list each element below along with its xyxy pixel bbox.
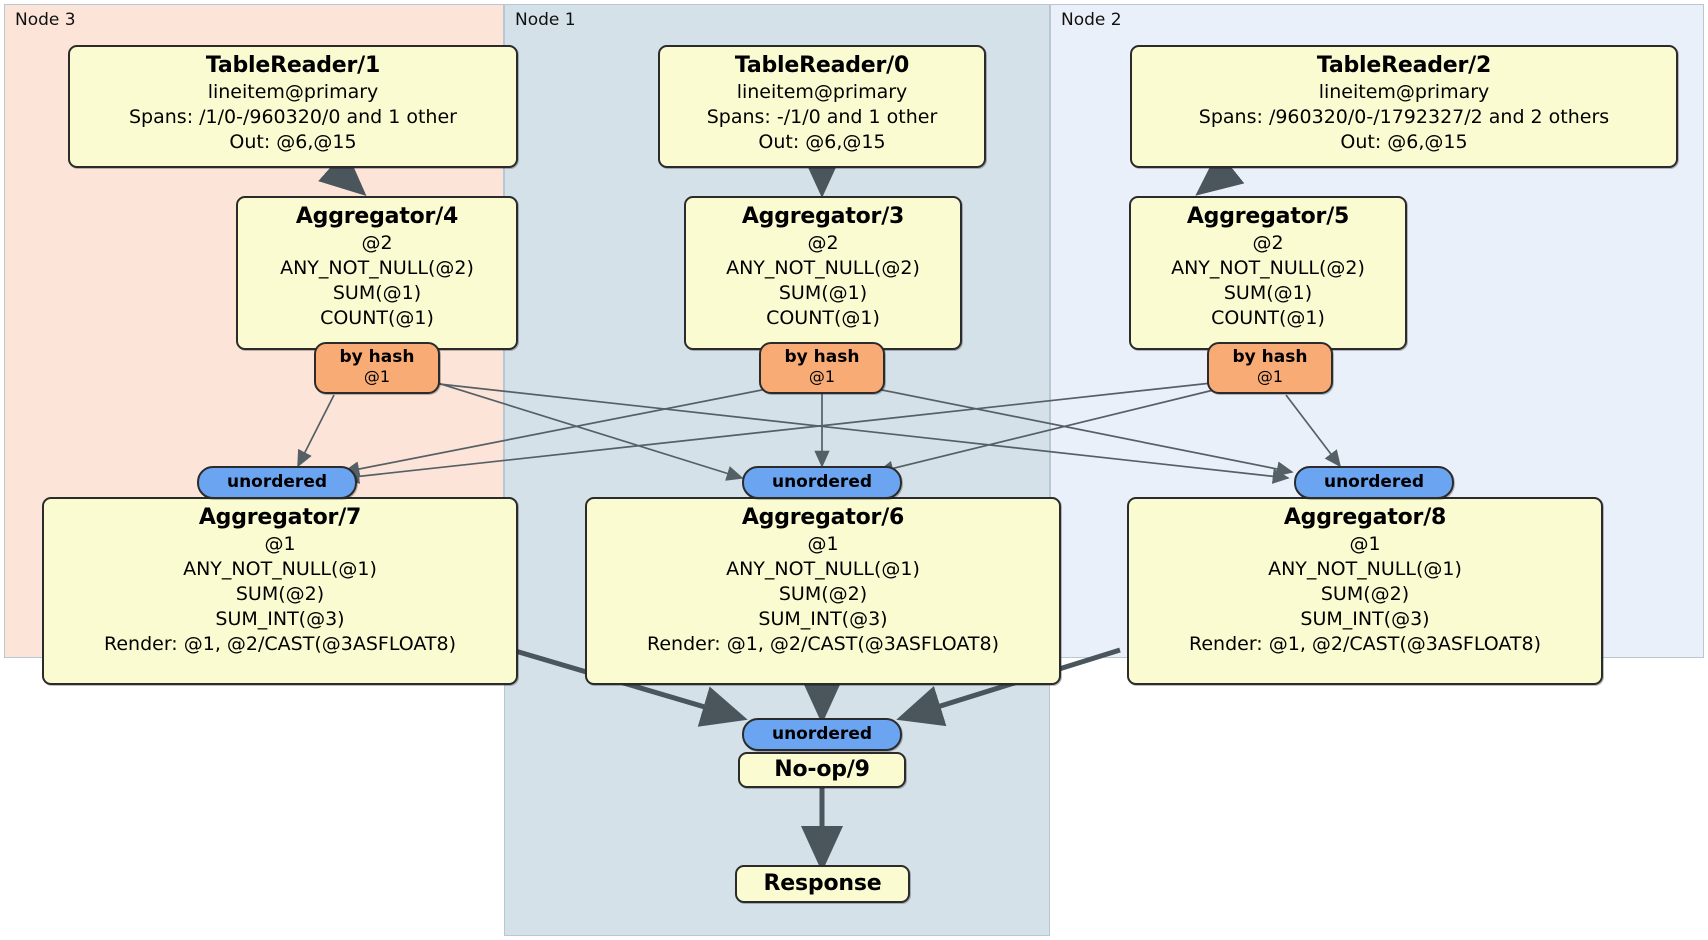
processor-line: SUM(@1) (778, 282, 868, 304)
processor-line: ANY_NOT_NULL(@1) (1268, 558, 1462, 580)
processor-line: ANY_NOT_NULL(@2) (280, 257, 474, 279)
processor-title: Aggregator/4 (295, 204, 459, 229)
processor-line: Render: @1, @2/CAST(@3ASFLOAT8) (1189, 633, 1541, 655)
synchronizer-badge-label: unordered (771, 472, 873, 492)
processor-line: ANY_NOT_NULL(@2) (1171, 257, 1365, 279)
processor-line: lineitem@primary (736, 81, 908, 103)
processor-title: TableReader/1 (205, 53, 381, 78)
processor-line: SUM(@2) (1320, 583, 1410, 605)
processor-line: Out: @6,@15 (1340, 131, 1468, 153)
processor-title: Response (763, 871, 882, 896)
node-region-node1-label: Node 1 (515, 10, 576, 30)
processor-tablereader-0[interactable]: TableReader/0 lineitem@primary Spans: -/… (658, 45, 986, 168)
synchronizer-badge-unordered-left[interactable]: unordered (197, 466, 357, 499)
processor-line: @2 (361, 232, 393, 254)
processor-line: SUM_INT(@3) (215, 608, 345, 630)
processor-line: ANY_NOT_NULL(@1) (726, 558, 920, 580)
processor-line: SUM_INT(@3) (1300, 608, 1430, 630)
processor-noop-9[interactable]: No-op/9 (738, 752, 906, 788)
processor-line: COUNT(@1) (1211, 307, 1325, 329)
processor-line: Out: @6,@15 (758, 131, 886, 153)
processor-line: SUM(@2) (778, 583, 868, 605)
processor-aggregator-5[interactable]: Aggregator/5 @2 ANY_NOT_NULL(@2) SUM(@1)… (1129, 196, 1407, 350)
processor-line: ANY_NOT_NULL(@1) (183, 558, 377, 580)
processor-line: @1 (1349, 533, 1381, 555)
node-region-node2-label: Node 2 (1061, 10, 1122, 30)
processor-line: @1 (264, 533, 296, 555)
router-badge-sublabel: @1 (1256, 367, 1284, 386)
processor-line: @2 (807, 232, 839, 254)
processor-line: Render: @1, @2/CAST(@3ASFLOAT8) (647, 633, 999, 655)
processor-line: SUM(@2) (235, 583, 325, 605)
synchronizer-badge-label: unordered (226, 472, 328, 492)
synchronizer-badge-label: unordered (771, 724, 873, 744)
synchronizer-badge-unordered-right[interactable]: unordered (1294, 466, 1454, 499)
processor-line: SUM_INT(@3) (758, 608, 888, 630)
processor-line: SUM(@1) (1223, 282, 1313, 304)
router-badge-by-hash-right[interactable]: by hash @1 (1207, 342, 1333, 394)
processor-aggregator-7[interactable]: Aggregator/7 @1 ANY_NOT_NULL(@1) SUM(@2)… (42, 497, 518, 685)
processor-aggregator-8[interactable]: Aggregator/8 @1 ANY_NOT_NULL(@1) SUM(@2)… (1127, 497, 1603, 685)
router-badge-label: by hash (339, 347, 415, 367)
processor-title: TableReader/2 (1316, 53, 1492, 78)
processor-tablereader-2[interactable]: TableReader/2 lineitem@primary Spans: /9… (1130, 45, 1678, 168)
processor-line: COUNT(@1) (320, 307, 434, 329)
processor-line: Out: @6,@15 (229, 131, 357, 153)
node-region-node3-label: Node 3 (15, 10, 76, 30)
processor-aggregator-3[interactable]: Aggregator/3 @2 ANY_NOT_NULL(@2) SUM(@1)… (684, 196, 962, 350)
processor-title: No-op/9 (774, 757, 870, 782)
processor-title: TableReader/0 (734, 53, 910, 78)
processor-line: Render: @1, @2/CAST(@3ASFLOAT8) (104, 633, 456, 655)
router-badge-by-hash-center[interactable]: by hash @1 (759, 342, 885, 394)
processor-aggregator-4[interactable]: Aggregator/4 @2 ANY_NOT_NULL(@2) SUM(@1)… (236, 196, 518, 350)
processor-aggregator-6[interactable]: Aggregator/6 @1 ANY_NOT_NULL(@1) SUM(@2)… (585, 497, 1061, 685)
processor-response[interactable]: Response (735, 865, 910, 903)
processor-line: Spans: /1/0-/960320/0 and 1 other (129, 106, 457, 128)
router-badge-sublabel: @1 (808, 367, 836, 386)
processor-title: Aggregator/3 (741, 204, 905, 229)
processor-title: Aggregator/5 (1186, 204, 1350, 229)
processor-line: SUM(@1) (332, 282, 422, 304)
router-badge-by-hash-left[interactable]: by hash @1 (314, 342, 440, 394)
router-badge-label: by hash (1232, 347, 1308, 367)
processor-line: COUNT(@1) (766, 307, 880, 329)
router-badge-sublabel: @1 (363, 367, 391, 386)
processor-line: Spans: -/1/0 and 1 other (706, 106, 938, 128)
processor-line: lineitem@primary (207, 81, 379, 103)
processor-line: @2 (1252, 232, 1284, 254)
processor-line: ANY_NOT_NULL(@2) (726, 257, 920, 279)
processor-title: Aggregator/8 (1283, 505, 1447, 530)
synchronizer-badge-label: unordered (1323, 472, 1425, 492)
processor-tablereader-1[interactable]: TableReader/1 lineitem@primary Spans: /1… (68, 45, 518, 168)
processor-title: Aggregator/6 (741, 505, 905, 530)
synchronizer-badge-unordered-center[interactable]: unordered (742, 466, 902, 499)
processor-title: Aggregator/7 (198, 505, 362, 530)
router-badge-label: by hash (784, 347, 860, 367)
processor-line: @1 (807, 533, 839, 555)
synchronizer-badge-unordered-final[interactable]: unordered (742, 718, 902, 751)
processor-line: Spans: /960320/0-/1792327/2 and 2 others (1198, 106, 1610, 128)
processor-line: lineitem@primary (1318, 81, 1490, 103)
